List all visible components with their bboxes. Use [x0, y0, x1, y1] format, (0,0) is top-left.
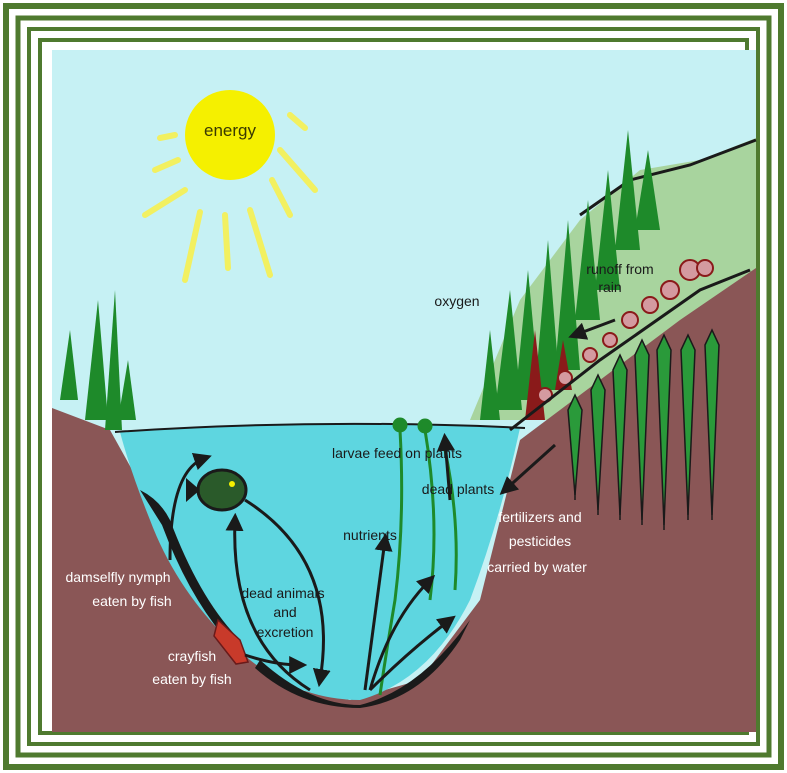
label-dead-plants: dead plants [422, 481, 494, 497]
label-fertilizers-line2: pesticides [509, 533, 571, 549]
label-crayfish-line1: crayfish [168, 648, 216, 664]
label-crayfish-line2: eaten by fish [152, 671, 231, 687]
label-energy: energy [204, 121, 256, 140]
label-dead-animals-line1: dead animals [241, 585, 324, 601]
label-dead-animals-line3: excretion [257, 624, 314, 640]
label-runoff-line2: rain [598, 279, 621, 295]
label-fertilizers-line1: fertilizers and [498, 509, 581, 525]
label-oxygen: oxygen [434, 293, 479, 309]
label-larvae: larvae feed on plants [332, 445, 462, 461]
label-fertilizers-line3: carried by water [487, 559, 587, 575]
label-runoff-line1: runoff from [586, 261, 653, 277]
label-damselfly-line1: damselfly nymph [65, 569, 170, 585]
label-damselfly-line2: eaten by fish [92, 593, 171, 609]
label-nutrients: nutrients [343, 527, 397, 543]
label-dead-animals-line2: and [273, 604, 296, 620]
